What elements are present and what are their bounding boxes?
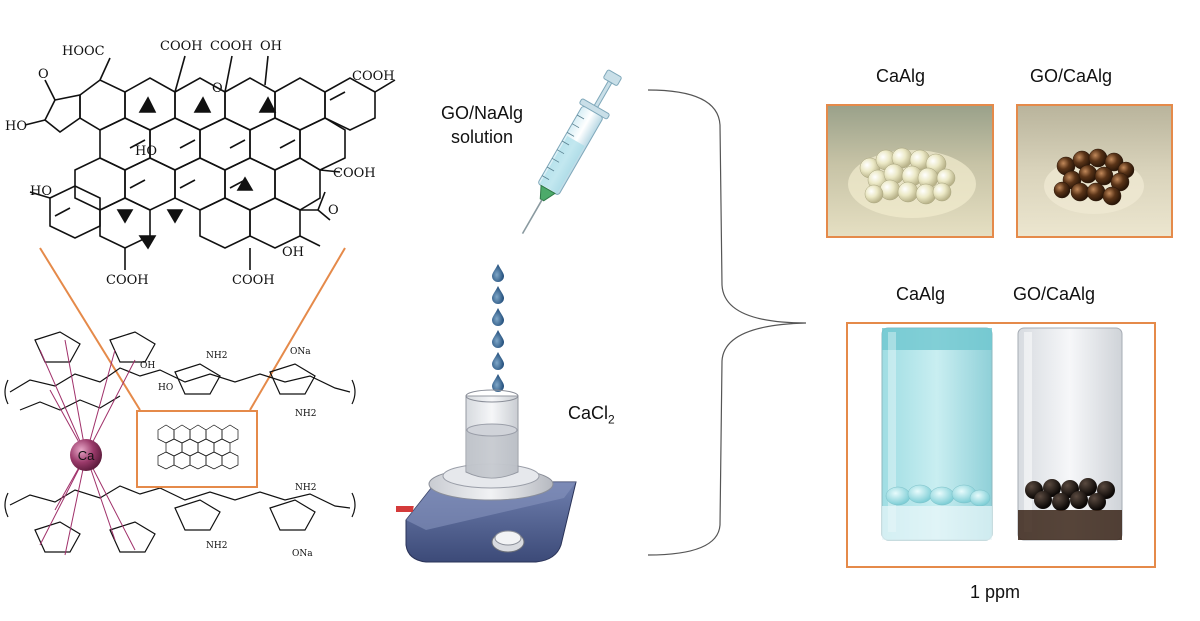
grouping-brace xyxy=(648,89,807,556)
syringe-label-line1: GO/NaAlg xyxy=(440,103,524,123)
ona-top-label: ONa xyxy=(290,347,311,357)
go-caalg-beads-photo-art xyxy=(1044,148,1144,214)
ho-mid-label: HO xyxy=(135,144,157,159)
o-left-label: O xyxy=(38,67,49,82)
go-inset-box xyxy=(136,410,258,488)
bottom-label-go-caalg: GO/CaAlg xyxy=(1013,284,1096,304)
nh2-bottom1-label: NH2 xyxy=(295,483,316,493)
concentration-label: 1 ppm xyxy=(970,582,1021,602)
droplet-1 xyxy=(492,264,504,282)
ho-network-label: HO xyxy=(158,383,173,393)
o-epoxy-label: O xyxy=(212,81,223,96)
cooh-bottom2-label: COOH xyxy=(232,273,275,288)
photo-caalg-beads xyxy=(826,104,994,238)
bottom-label-caalg: CaAlg xyxy=(896,284,946,304)
syringe-solution-label: GO/NaAlg solution xyxy=(436,101,528,149)
syringe-illustration xyxy=(521,69,622,235)
photo-vials-comparison xyxy=(846,322,1156,568)
alginate-network-svg: Ca ONa ONa NH2 NH2 NH2 NH2 OH HO xyxy=(4,331,356,559)
cooh-top1-label: COOH xyxy=(160,39,203,54)
go-inset-miniature xyxy=(157,424,239,470)
o-acetyl-label: O xyxy=(328,203,339,218)
nh2-top2-label: NH2 xyxy=(295,409,316,419)
go-molecule-structure: HOOC COOH COOH OH COOH O HO HO COOH HO O… xyxy=(0,0,420,300)
vials-photo-art xyxy=(881,327,1123,541)
calcium-ion-sphere xyxy=(70,439,102,471)
droplet-5 xyxy=(492,352,504,370)
droplet-3 xyxy=(492,308,504,326)
top-label-caalg: CaAlg xyxy=(876,66,926,86)
caalg-beads-photo-art xyxy=(848,147,976,218)
stirring-hot-plate-with-beaker xyxy=(396,389,577,563)
droplet-2 xyxy=(492,286,504,304)
droplet-6 xyxy=(492,374,504,392)
ca-label: Ca xyxy=(78,448,95,463)
syringe-label-line2: solution xyxy=(450,127,514,147)
photo-go-caalg-beads xyxy=(1016,104,1173,238)
nh2-bottom2-label: NH2 xyxy=(206,541,227,551)
oh-top-label: OH xyxy=(260,39,282,54)
droplet-4 xyxy=(492,330,504,348)
nh2-top1-label: NH2 xyxy=(206,351,227,361)
oh-network-label: OH xyxy=(140,361,155,371)
cacl2-subscript: 2 xyxy=(608,412,615,427)
cooh-top2-label: COOH xyxy=(210,39,253,54)
cooh-right-mid-label: COOH xyxy=(333,166,376,181)
alginate-network-structure: Ca ONa ONa NH2 NH2 NH2 NH2 OH HO xyxy=(0,310,370,590)
go-molecule-svg: HOOC COOH COOH OH COOH O HO HO COOH HO O… xyxy=(5,39,396,288)
droplets xyxy=(492,264,504,392)
ho-lower-left-label: HO xyxy=(30,184,52,199)
ho-left-label: HO xyxy=(5,119,27,134)
cacl2-label: CaCl2 xyxy=(568,403,615,427)
top-label-go-caalg: GO/CaAlg xyxy=(1030,66,1113,86)
ona-bottom-label: ONa xyxy=(292,549,313,559)
hooc-top-left-label: HOOC xyxy=(62,44,105,59)
cacl2-main-text: CaCl xyxy=(568,403,609,423)
oh-bottom-label: OH xyxy=(282,245,304,260)
cooh-right-top-label: COOH xyxy=(352,69,395,84)
cooh-bottom1-label: COOH xyxy=(106,273,149,288)
